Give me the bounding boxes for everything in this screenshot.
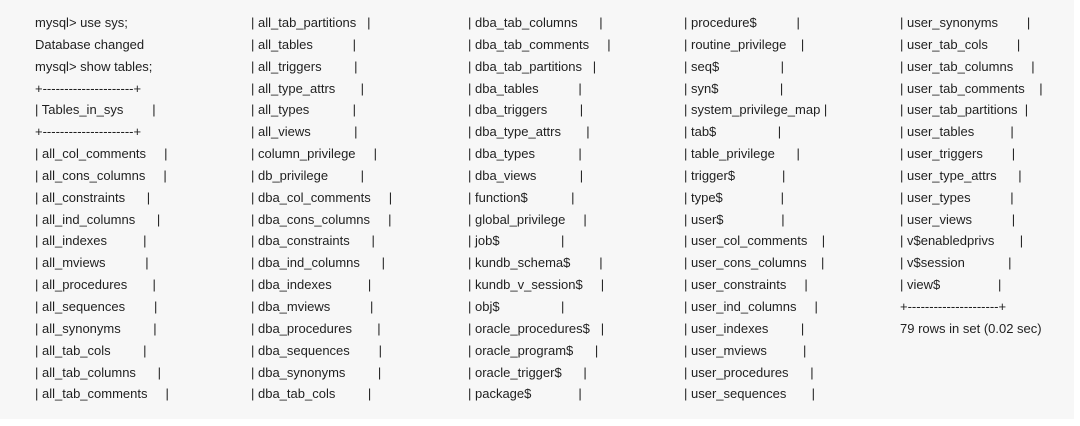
output-line: | all_views | [251,124,358,140]
output-line: | user_tab_cols | [900,36,1021,52]
output-line: | table_privilege | [684,146,800,162]
output-line: | routine_privilege | [684,36,805,52]
output-line: | oracle_program$ | [468,342,599,358]
output-line: 79 rows in set (0.02 sec) [900,320,1042,336]
output-line: | user_tab_columns | [900,58,1035,74]
output-line: | user_types | [900,189,1014,205]
output-line: | syn$ | [684,80,784,96]
output-line: | package$ | [468,386,582,402]
output-line: | procedure$ | [684,15,800,30]
output-line: | user_sequences | [684,386,816,402]
output-line: | oracle_trigger$ | [468,364,587,380]
output-line: | v$enabledprivs | [900,233,1024,249]
terminal-output: mysql> use sys; Database changed mysql> sh… [35,12,1043,405]
output-line: | dba_tab_partitions | [468,58,597,74]
output-line: | dba_procedures | [251,320,381,336]
output-line: | user_indexes | [684,320,805,336]
output-line: | user_ind_columns | [684,298,818,314]
output-column-3: | dba_tab_columns | | dba_tab_comments | |… [468,12,611,405]
output-line: | kundb_v_session$ | [468,277,605,293]
output-line: mysql> show tables; [35,58,153,74]
output-line: | user_triggers | [900,146,1016,162]
output-line: | all_indexes | [35,233,147,249]
output-line: | column_privilege | [251,146,377,162]
output-line: | all_col_comments | [35,146,168,162]
output-line: | tab$ | [684,124,782,140]
output-line: | dba_col_comments | [251,189,393,205]
output-line: | dba_mviews | [251,298,374,314]
output-line: | all_constraints | [35,189,151,205]
output-line: | all_types | [251,102,357,118]
output-line: | user_synonyms | [900,15,1031,30]
output-line: | all_ind_columns | [35,211,161,227]
output-line: | type$ | [684,189,784,205]
output-line: | dba_constraints | [251,233,375,249]
output-column-2: | all_tab_partitions | | all_tables | | al… [251,12,392,405]
output-line: | dba_sequences | [251,342,383,358]
output-line: | dba_cons_columns | [251,211,392,227]
output-line: | dba_tab_columns | [468,15,603,30]
output-line: | all_sequences | [35,298,158,314]
output-line: | all_tab_partitions | [251,15,371,30]
output-line: | user_tab_partitions | [900,102,1029,118]
output-line: | dba_types | [468,146,582,162]
output-line: +---------------------+ [900,298,1007,314]
output-line: | system_privilege_map | [684,102,828,118]
output-line: | user$ | [684,211,785,227]
output-line: | user_mviews | [684,342,807,358]
output-column-5: | user_synonyms | | user_tab_cols | | user… [900,12,1043,340]
output-line: | all_tab_cols | [35,342,147,358]
output-line: | all_triggers | [251,58,358,74]
output-line: | dba_type_attrs | [468,124,590,140]
output-line: | obj$ | [468,298,565,314]
output-line: | user_type_attrs | [900,167,1022,183]
output-line: | dba_indexes | [251,277,372,293]
output-line: | global_privilege | [468,211,587,227]
output-line: | all_cons_columns | [35,167,167,183]
output-line: | Tables_in_sys | [35,102,156,118]
output-line: | user_col_comments | [684,233,826,249]
output-line: | all_synonyms | [35,320,157,336]
output-column-4: | procedure$ | | routine_privilege | | seq… [684,12,827,405]
output-line: | user_procedures | [684,364,814,380]
output-line: | dba_triggers | [468,102,584,118]
output-line: | dba_tables | [468,80,582,96]
output-line: | v$session | [900,255,1012,271]
output-line: mysql> use sys; [35,15,128,30]
output-column-1: mysql> use sys; Database changed mysql> sh… [35,12,169,405]
output-line: | user_constraints | [684,277,808,293]
output-line: +---------------------+ [35,124,142,140]
output-line: | dba_views | [468,167,584,183]
output-line: | all_tab_columns | [35,364,161,380]
output-line: | all_mviews | [35,255,149,271]
output-line: | all_procedures | [35,277,156,293]
output-line: | oracle_procedures$ | [468,320,605,336]
output-line: | dba_synonyms | [251,364,382,380]
output-line: | view$ | [900,277,1002,293]
output-line: +---------------------+ [35,80,142,96]
output-line: | dba_ind_columns | [251,255,385,271]
output-line: | user_cons_columns | [684,255,825,271]
output-line: | kundb_schema$ | [468,255,603,271]
output-line: | dba_tab_comments | [468,36,611,52]
output-line: | db_privilege | [251,167,364,183]
output-line: | all_tab_comments | [35,386,169,402]
output-line: | trigger$ | [684,167,786,183]
output-line: | dba_tab_cols | [251,386,372,402]
output-line: | user_tab_comments | [900,80,1043,96]
output-line: | job$ | [468,233,565,249]
output-line: | all_type_attrs | [251,80,364,96]
output-line: | seq$ | [684,58,784,74]
output-line: | user_views | [900,211,1016,227]
output-line: | function$ | [468,189,575,205]
output-line: Database changed [35,36,145,52]
output-line: | all_tables | [251,36,357,52]
output-line: | user_tables | [900,124,1014,140]
